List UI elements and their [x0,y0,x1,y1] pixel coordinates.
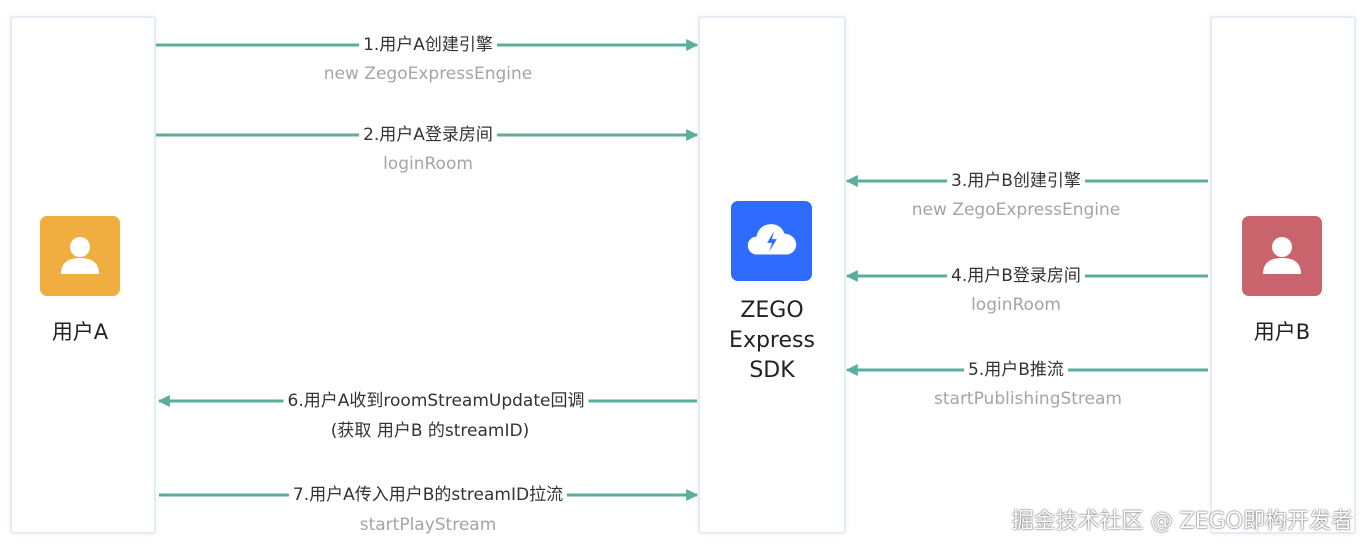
sdk-name-line: ZEGO [740,298,804,323]
user-b-avatar [1242,216,1322,296]
user-icon [1263,237,1301,274]
step-7-label: 7.用户A传入用户B的streamID拉流 [288,484,568,506]
step-4-label: 4.用户B登录房间 [947,265,1085,287]
sdk-name: ZEGO Express SDK [729,296,815,386]
user-a-avatar [40,216,120,296]
user-icon [61,237,99,274]
cloud-lightning-icon [747,224,796,255]
step-7-api: startPlayStream [359,515,497,535]
step-2-label: 2.用户A登录房间 [359,124,497,146]
step-5-label: 5.用户B推流 [964,359,1068,381]
watermark: 掘金技术社区 @ ZEGO即构开发者 [1011,509,1353,534]
step-1-label: 1.用户A创建引擎 [359,34,497,56]
sdk-name-line: SDK [749,358,795,383]
step-6-api: (获取 用户B 的streamID) [330,421,530,441]
step-3-label: 3.用户B创建引擎 [947,170,1085,192]
step-6-label: 6.用户A收到roomStreamUpdate回调 [283,390,589,412]
step-3-api: new ZegoExpressEngine [911,200,1121,220]
step-5-api: startPublishingStream [934,389,1122,409]
sdk-name-line: Express [729,328,815,353]
sdk-logo [731,201,812,281]
user-a-label: 用户A [51,320,109,344]
step-2-api: loginRoom [383,154,473,174]
user-b-label: 用户B [1253,320,1311,344]
step-1-api: new ZegoExpressEngine [323,64,533,84]
step-4-api: loginRoom [971,295,1061,315]
